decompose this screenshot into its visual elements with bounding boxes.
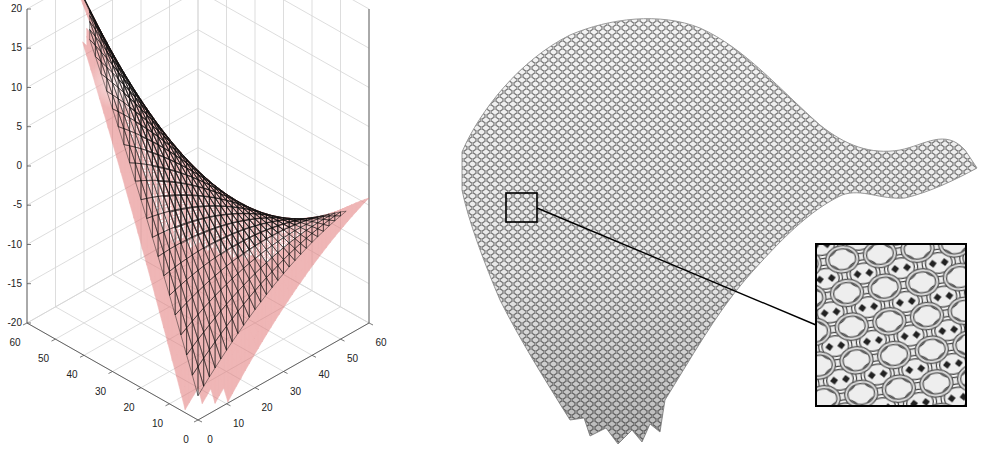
tick-label: 60 — [9, 337, 20, 349]
tick-label: 0 — [16, 160, 22, 172]
tick-label: -10 — [8, 239, 22, 251]
sheet-shading — [462, 19, 977, 444]
tick-label: -15 — [8, 278, 22, 290]
tick-label: 50 — [38, 353, 49, 365]
tick-label: 30 — [95, 386, 106, 398]
axis-grid — [23, 0, 373, 422]
tick-label: 20 — [11, 3, 22, 15]
mesh-lines — [84, 0, 346, 396]
red-surface — [78, 0, 369, 410]
tick-label: -5 — [13, 199, 22, 211]
tick-label: 40 — [318, 369, 329, 381]
tick-label: 0 — [183, 434, 189, 446]
inset-detail — [816, 244, 966, 406]
tick-label: 10 — [152, 418, 163, 430]
chainmail-sheet — [462, 19, 977, 444]
zoom-box — [506, 193, 537, 222]
tick-label: 10 — [11, 82, 22, 94]
tick-label: 10 — [233, 418, 244, 430]
target-surface — [78, 0, 369, 410]
tick-label: 0 — [207, 434, 213, 446]
zoom-leader — [537, 208, 816, 325]
tick-label: 5 — [16, 121, 22, 133]
inset-frame — [816, 244, 966, 406]
tick-label: 20 — [123, 402, 134, 414]
tick-label: 30 — [290, 386, 301, 398]
tick-label: -20 — [8, 317, 22, 329]
triangle-mesh — [84, 0, 346, 396]
tick-label: 15 — [11, 42, 22, 54]
tick-label: 20 — [261, 402, 272, 414]
tick-label: 60 — [375, 337, 386, 349]
grid-lines — [27, 0, 369, 420]
tick-label: 50 — [347, 353, 358, 365]
tick-label: 40 — [66, 369, 77, 381]
